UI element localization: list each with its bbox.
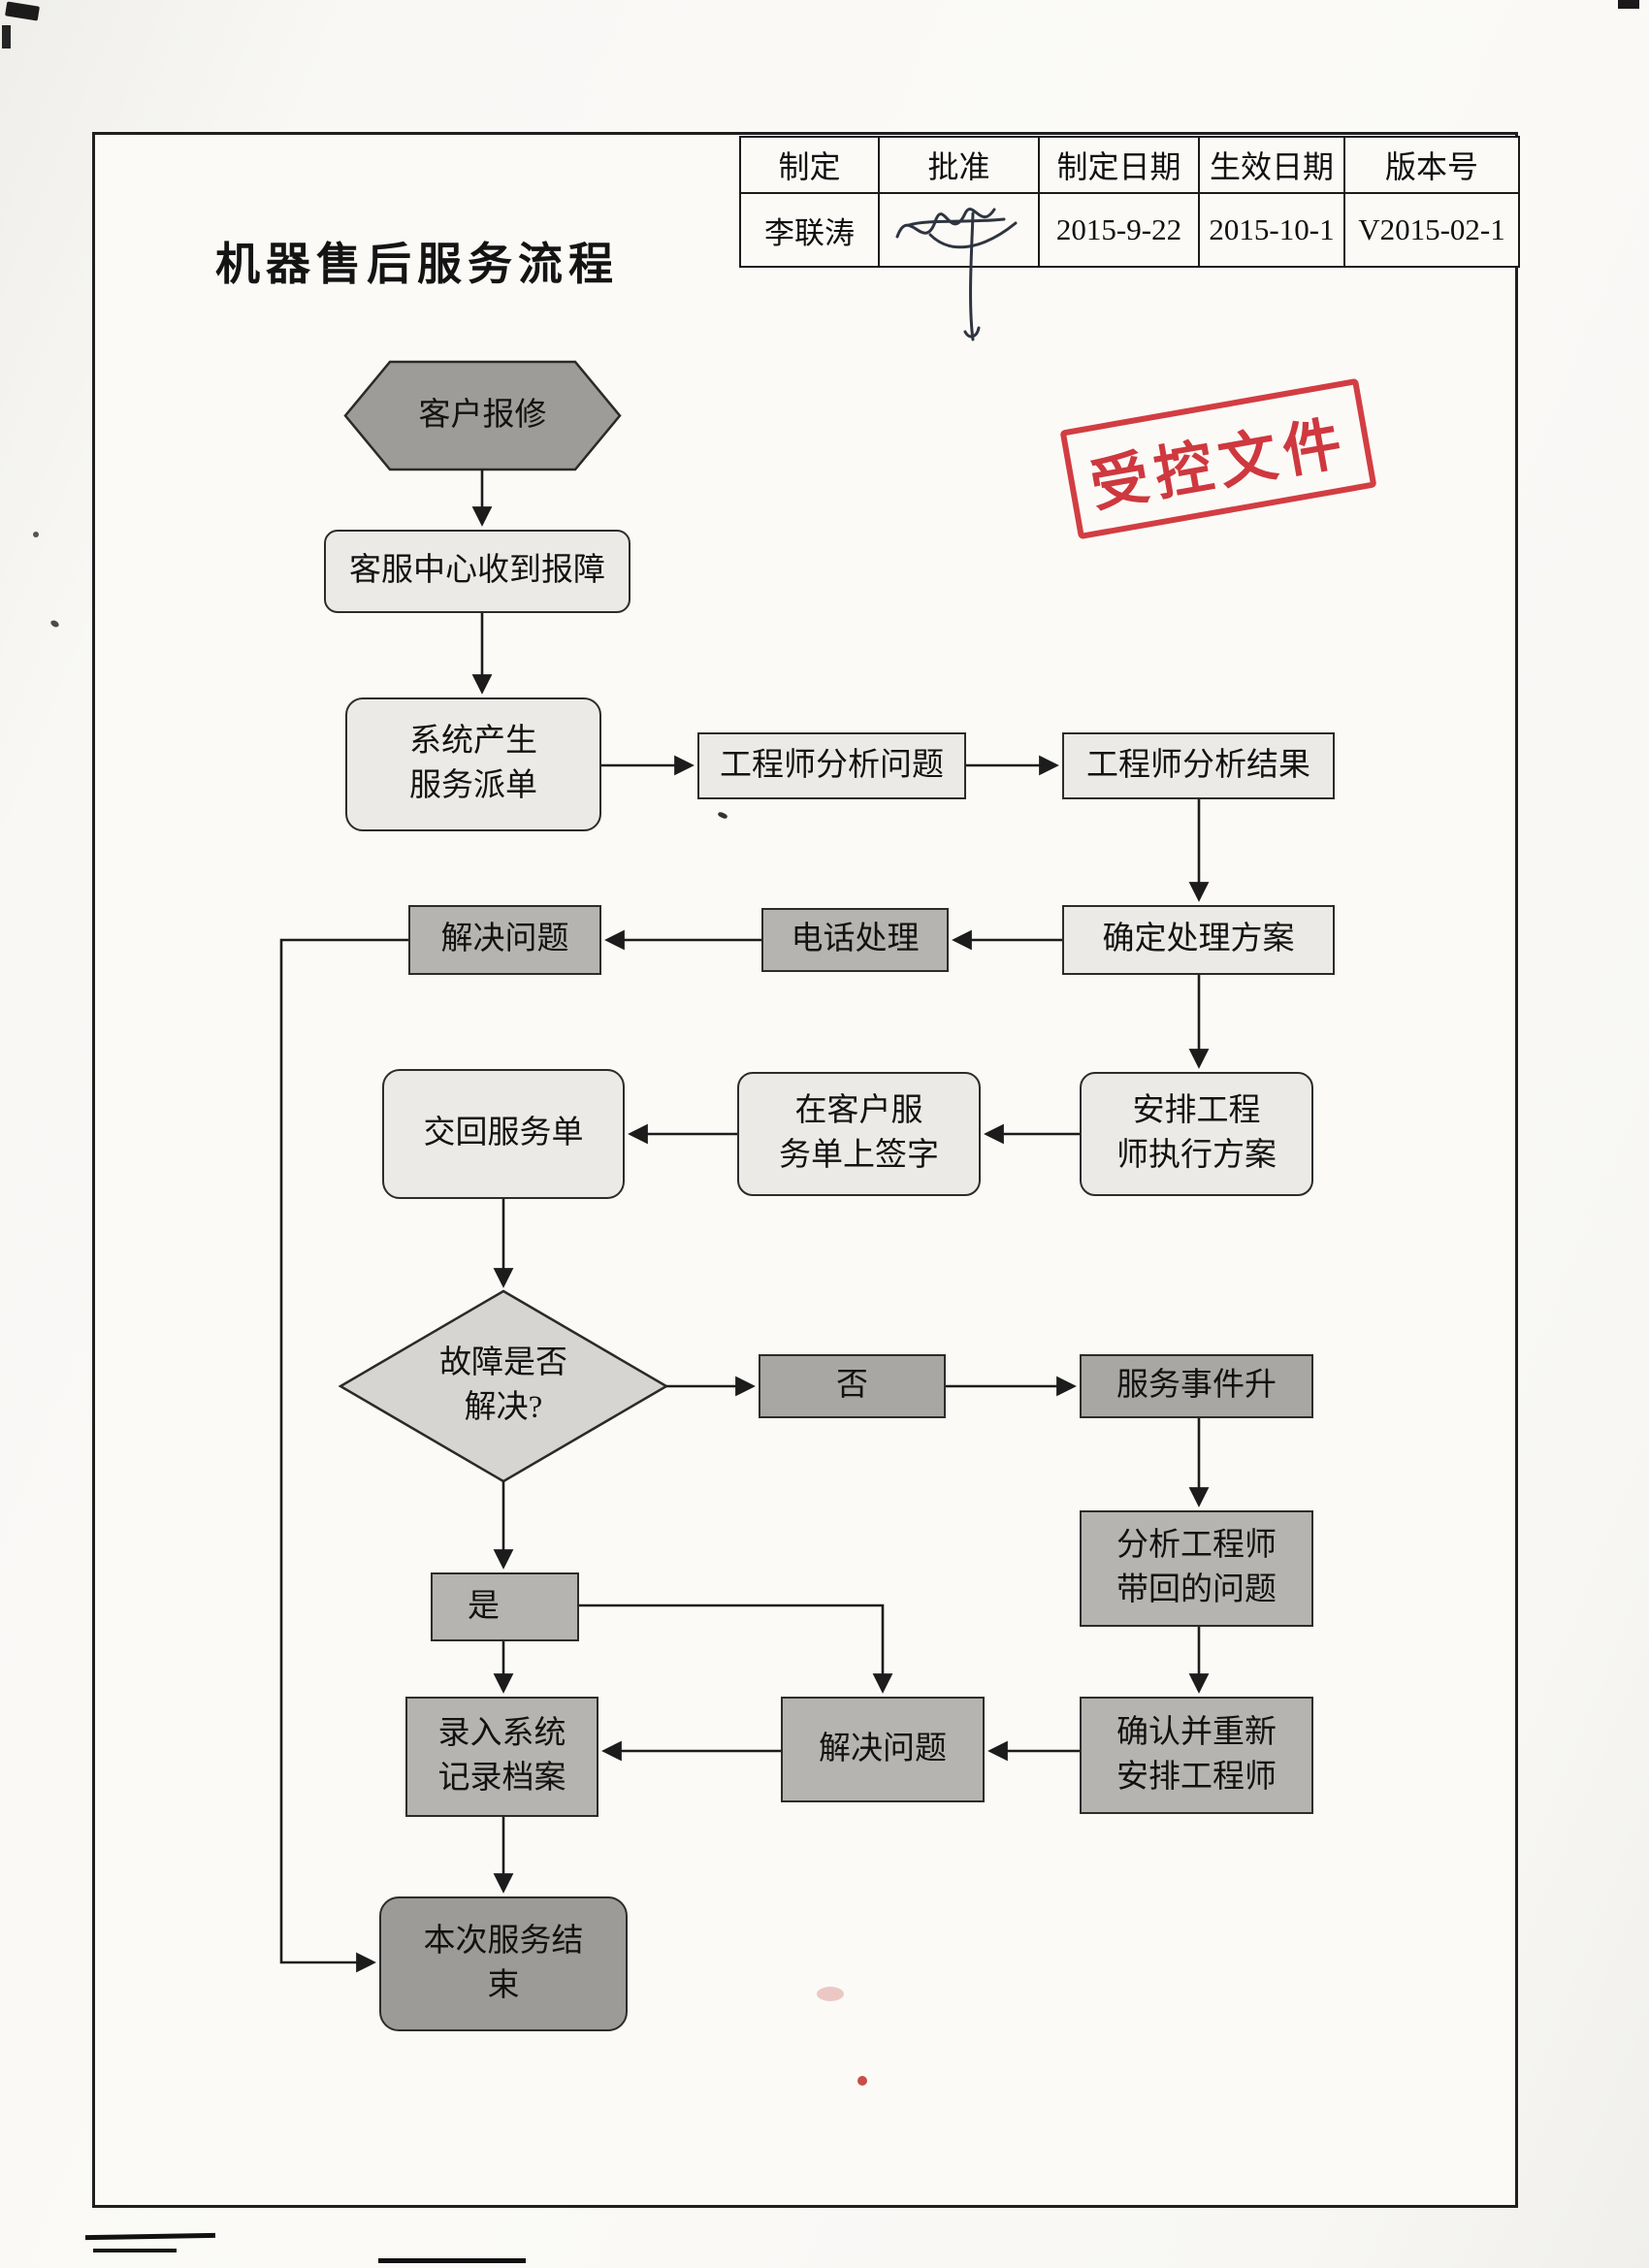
node-no: 否 [759,1354,946,1418]
scan-artifact [84,2232,216,2241]
maker-name: 李联涛 [739,192,880,268]
node-decide-plan: 确定处理方案 [1062,905,1335,975]
node-fault-solved-question: 故障是否 解决? [439,1345,567,1425]
scan-artifact [817,1987,844,2001]
effective-date-value: 2015-10-1 [1198,192,1345,268]
header-approver: 批准 [878,136,1040,194]
node-solve-problem-top: 解决问题 [408,905,601,975]
node-customer-report: 客户报修 [418,397,547,433]
header-version: 版本号 [1343,136,1520,194]
node-analysis-result: 工程师分析结果 [1062,732,1335,799]
scan-artifact [857,2076,867,2086]
node-solve-problem-bottom: 解决问题 [781,1697,985,1802]
info-table-header-row: 制定 批准 制定日期 生效日期 版本号 [739,136,1520,194]
node-record-archive: 录入系统 记录档案 [405,1697,598,1817]
node-service-end: 本次服务结 束 [379,1896,628,2031]
node-confirm-rearrange: 确认并重新 安排工程师 [1080,1697,1313,1814]
page-title: 机器售后服务流程 [215,240,619,289]
scan-artifact [1618,0,1639,9]
created-date-value: 2015-9-22 [1038,192,1200,268]
node-arrange-engineer: 安排工程 师执行方案 [1080,1072,1313,1196]
node-engineer-analyze: 工程师分析问题 [697,732,966,799]
version-value: V2015-02-1 [1343,192,1520,268]
scan-artifact [378,2258,526,2263]
header-effective-date: 生效日期 [1198,136,1345,194]
scan-artifact [49,619,60,629]
node-service-escalate: 服务事件升 [1080,1354,1313,1418]
info-table-value-row: 李联涛 2015-9-22 2015-10-1 V2015-02-1 [739,192,1520,341]
scan-artifact [5,1,40,21]
scan-artifact [2,25,11,49]
node-yes: 是 [431,1572,579,1641]
node-service-center-receive: 客服中心收到报障 [324,530,630,613]
scan-artifact [93,2249,177,2252]
document-info-table: 制定 批准 制定日期 生效日期 版本号 李联涛 2015-9-22 [739,136,1520,341]
node-return-service-order: 交回服务单 [382,1069,625,1199]
node-sign-service-order: 在客户服 务单上签字 [737,1072,981,1196]
header-created-date: 制定日期 [1038,136,1200,194]
node-analyze-brought-back: 分析工程师 带回的问题 [1080,1510,1313,1627]
handwritten-signature-icon [895,208,1018,341]
node-system-dispatch: 系统产生 服务派单 [345,697,601,831]
node-phone-handle: 电话处理 [761,908,949,972]
approver-signature-cell [878,192,1040,341]
header-maker: 制定 [739,136,880,194]
scan-artifact [33,532,39,537]
